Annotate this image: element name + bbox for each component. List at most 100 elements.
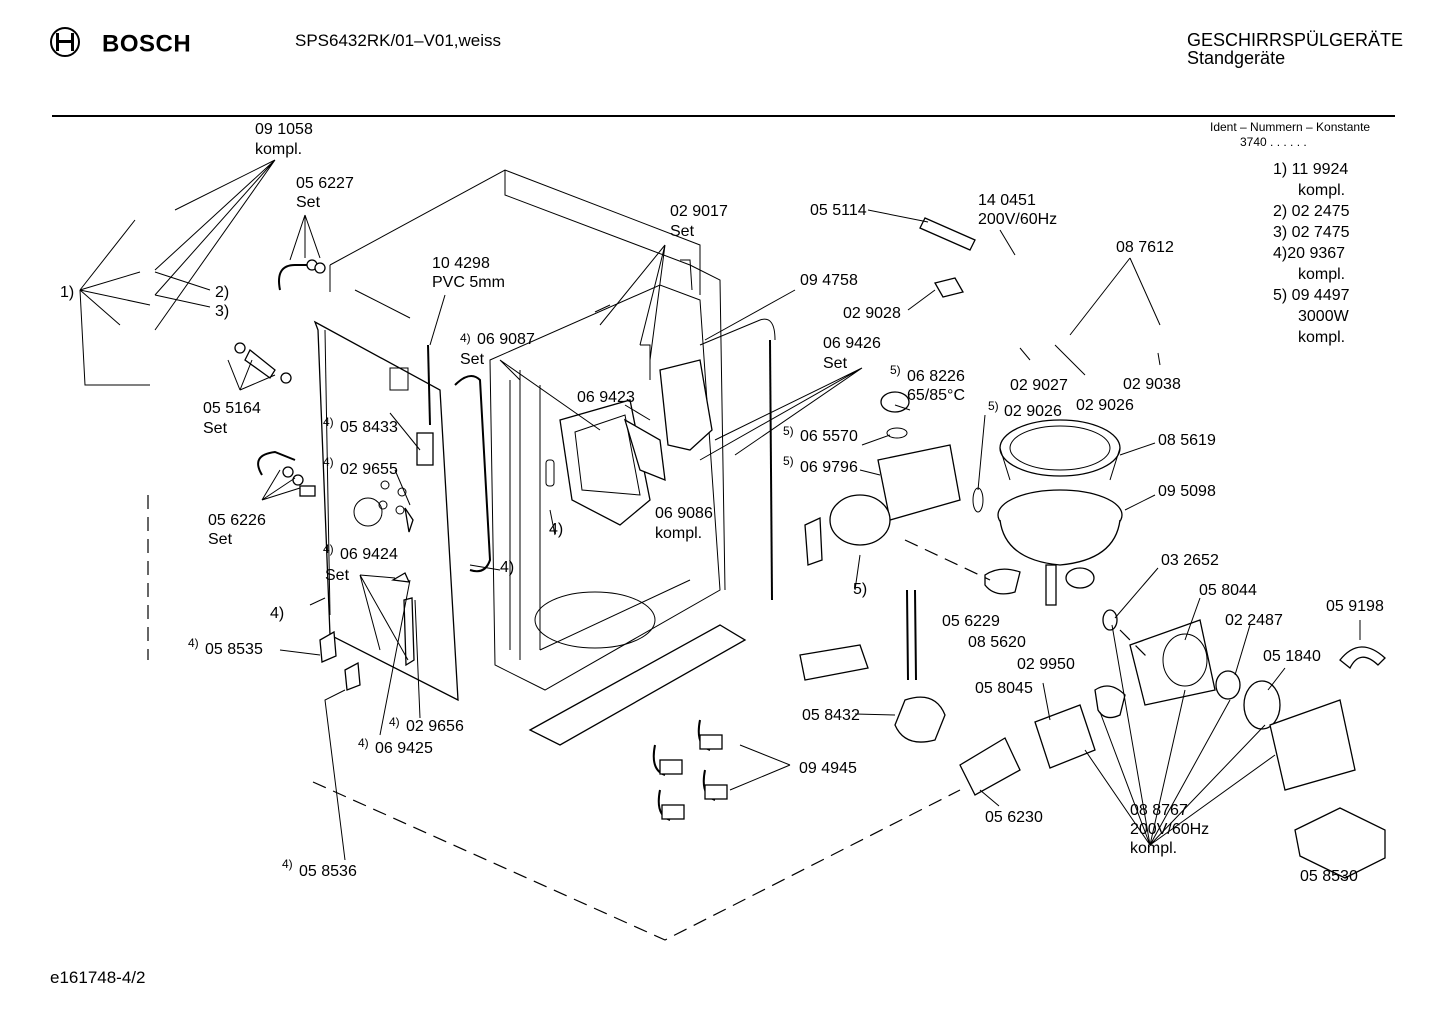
part-note: Set: [203, 420, 228, 437]
ref-marker: 4): [358, 736, 369, 750]
brand-name: BOSCH: [102, 30, 192, 58]
ident-value: 3740 . . . . . .: [1240, 135, 1307, 149]
bosch-armature-icon: [50, 27, 80, 57]
part-number: 06 9087: [477, 331, 535, 348]
ref-marker: 5): [783, 454, 794, 468]
part-note: Set: [325, 567, 350, 584]
part-note: kompl.: [655, 525, 702, 542]
legend-line: 4)20 9367: [1273, 245, 1345, 262]
model-number: SPS6432RK/01–V01,weiss: [295, 31, 502, 50]
legend-line: 3) 02 7475: [1273, 224, 1350, 241]
ref-marker: 5): [890, 363, 901, 377]
ref-marker: 4): [188, 636, 199, 650]
part-number: 06 9423: [577, 389, 635, 406]
leader-lines: [79, 159, 1361, 861]
part-number: 08 5620: [968, 634, 1026, 651]
part-number: 09 4758: [800, 272, 858, 289]
part-number: 06 5570: [800, 428, 858, 445]
part-number: 05 8535: [205, 641, 263, 658]
legend-line: 5) 09 4497: [1273, 287, 1350, 304]
part-number: 03 2652: [1161, 552, 1219, 569]
appliance-category: GESCHIRRSPÜLGERÄTE: [1187, 30, 1404, 50]
part-number: 02 9038: [1123, 376, 1181, 393]
ref-marker: 5): [853, 581, 867, 598]
part-number: 05 5164: [203, 400, 261, 417]
dishwasher-cabinet: [313, 169, 776, 746]
part-number: 05 6230: [985, 809, 1043, 826]
ref-marker: 4): [282, 857, 293, 871]
legend-line: 3000W: [1298, 308, 1350, 325]
ref-marker: 3): [215, 303, 229, 320]
part-number: 05 1840: [1263, 648, 1321, 665]
part-number: 08 7612: [1116, 239, 1174, 256]
drawing-code: e161748-4/2: [50, 968, 146, 987]
assembly-lines: [147, 495, 1151, 941]
part-number: 02 9027: [1010, 377, 1068, 394]
part-number: 06 9426: [823, 335, 881, 352]
components: [234, 217, 1386, 879]
ref-marker: 4): [323, 542, 334, 556]
part-number: 05 5114: [810, 202, 867, 219]
legend-line: 1) 11 9924: [1273, 161, 1348, 178]
part-note: Set: [670, 223, 695, 240]
ref-marker: 4): [323, 455, 334, 469]
ref-marker: 2): [215, 284, 229, 301]
ref-marker: 4): [549, 521, 563, 538]
part-number: 02 2487: [1225, 612, 1283, 629]
part-number: 05 6226: [208, 512, 266, 529]
part-number: 02 9950: [1017, 656, 1075, 673]
legend-line: kompl.: [1298, 329, 1345, 346]
ref-marker: 5): [988, 399, 999, 413]
ref-marker: 4): [460, 331, 471, 345]
part-note: Set: [208, 531, 233, 548]
ref-marker: 4): [323, 415, 334, 429]
part-note: kompl.: [255, 141, 302, 158]
ref-marker: 4): [270, 605, 284, 622]
part-note: Set: [460, 351, 485, 368]
part-note: PVC 5mm: [432, 274, 505, 291]
part-number: 05 9198: [1326, 598, 1384, 615]
part-note: Set: [296, 194, 321, 211]
part-number: 10 4298: [432, 255, 490, 272]
part-number: 05 8530: [1300, 868, 1358, 885]
part-number: 02 9026: [1076, 397, 1134, 414]
ref-marker: 5): [783, 424, 794, 438]
part-number: 06 9796: [800, 459, 858, 476]
part-number: 06 8226: [907, 368, 965, 385]
part-number: 14 0451: [978, 192, 1036, 209]
part-number: 09 5098: [1158, 483, 1216, 500]
part-number: 06 9425: [375, 740, 433, 757]
part-number: 06 9086: [655, 505, 713, 522]
part-number: 06 9424: [340, 546, 398, 563]
part-note: Set: [823, 355, 848, 372]
appliance-subcategory: Standgeräte: [1187, 48, 1286, 68]
ident-title: Ident – Nummern – Konstante: [1210, 120, 1370, 134]
part-number: 09 4945: [799, 760, 857, 777]
part-number: 02 9017: [670, 203, 728, 220]
part-number: 05 8536: [299, 863, 357, 880]
part-number: 05 6227: [296, 175, 354, 192]
part-number: 05 6229: [942, 613, 1000, 630]
ref-marker: 4): [389, 715, 400, 729]
part-number: 09 1058: [255, 121, 313, 138]
part-note: 65/85°C: [907, 387, 965, 404]
ref-marker: 4): [500, 559, 514, 576]
bosch-logo: BOSCH: [50, 27, 192, 60]
part-number: 05 8433: [340, 419, 398, 436]
part-number: 05 8045: [975, 680, 1033, 697]
part-number: 02 9656: [406, 718, 464, 735]
legend-line: 2) 02 2475: [1273, 203, 1350, 220]
part-note: 200V/60Hz: [978, 211, 1057, 228]
part-note: kompl.: [1130, 840, 1177, 857]
part-number: 08 5619: [1158, 432, 1216, 449]
part-number: 05 8432: [802, 707, 860, 724]
part-number: 08 8767: [1130, 802, 1188, 819]
part-note: 200V/60Hz: [1130, 821, 1209, 838]
legend-line: kompl.: [1298, 182, 1345, 199]
part-number: 05 8044: [1199, 582, 1257, 599]
part-number: 02 9026: [1004, 403, 1062, 420]
legend-line: kompl.: [1298, 266, 1345, 283]
part-number: 02 9028: [843, 305, 901, 322]
ref-marker: 1): [60, 284, 74, 301]
